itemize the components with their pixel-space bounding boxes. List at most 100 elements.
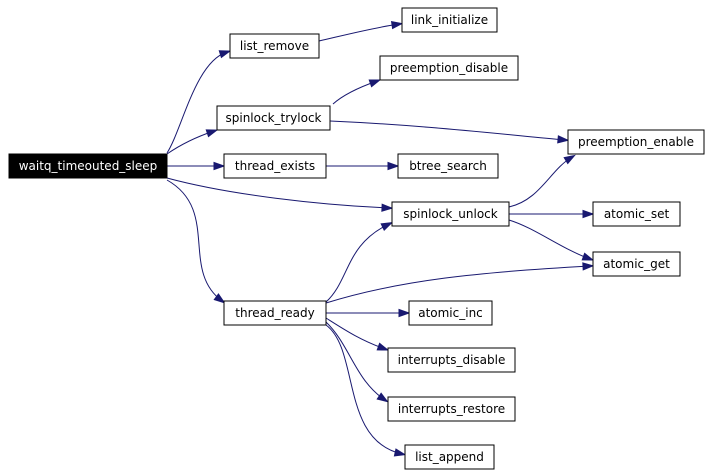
edge-line xyxy=(325,317,386,350)
node-label: list_remove xyxy=(240,39,309,53)
node-label: thread_exists xyxy=(235,159,315,173)
node-atomic-get[interactable]: atomic_get xyxy=(592,251,681,277)
edge-arrowhead xyxy=(582,262,595,271)
node-box xyxy=(379,55,519,81)
edge-line xyxy=(325,324,403,455)
edge-arrowhead xyxy=(381,203,394,212)
edge-spinlock_trylock-to-preemption_enable xyxy=(329,120,570,144)
node-label: preemption_disable xyxy=(390,61,508,75)
edge-root-to-list_remove xyxy=(166,50,232,154)
node-box xyxy=(387,396,516,422)
edge-thread_ready-to-interrupts_disable xyxy=(325,317,390,351)
edge-line xyxy=(318,23,400,42)
node-label: btree_search xyxy=(409,159,487,173)
edge-arrowhead xyxy=(380,222,394,232)
node-list-remove[interactable]: list_remove xyxy=(229,33,320,59)
node-box xyxy=(229,33,320,59)
node-interrupts-disable[interactable]: interrupts_disable xyxy=(387,347,516,373)
edge-layer xyxy=(166,20,595,457)
node-box xyxy=(223,300,327,326)
node-interrupts-restore[interactable]: interrupts_restore xyxy=(387,396,516,422)
edge-arrowhead xyxy=(376,392,389,403)
edge-spinlock_trylock-to-preemption_disable xyxy=(332,79,382,105)
node-label: spinlock_unlock xyxy=(403,207,498,221)
edge-arrowhead xyxy=(563,154,576,165)
edge-line xyxy=(329,120,566,141)
node-label: atomic_inc xyxy=(418,306,483,320)
node-box xyxy=(387,347,516,373)
node-list-append[interactable]: list_append xyxy=(404,444,495,470)
edge-root-to-thread_ready xyxy=(166,179,226,304)
node-box xyxy=(592,201,681,227)
node-box xyxy=(223,153,327,179)
edge-arrowhead xyxy=(582,209,595,219)
node-box xyxy=(567,129,705,155)
edge-thread_ready-to-atomic_get xyxy=(325,262,595,304)
node-link-initialize[interactable]: link_initialize xyxy=(401,7,498,33)
edge-line xyxy=(166,177,390,209)
edge-arrowhead xyxy=(218,50,232,59)
edge-arrowhead xyxy=(557,135,570,144)
node-box xyxy=(592,251,681,277)
edge-arrowhead xyxy=(390,20,404,30)
node-label: interrupts_restore xyxy=(398,402,505,416)
node-root[interactable]: waitq_timeouted_sleep xyxy=(8,153,168,179)
node-label: spinlock_trylock xyxy=(226,111,322,125)
edge-list_remove-to-link_initialize xyxy=(318,20,404,42)
node-preemption-enable[interactable]: preemption_enable xyxy=(567,129,705,155)
edge-line xyxy=(166,130,215,155)
node-label: thread_ready xyxy=(235,306,314,320)
edge-arrowhead xyxy=(393,448,407,457)
node-box xyxy=(408,300,493,326)
edge-line xyxy=(325,265,591,304)
edge-thread_ready-to-atomic_inc xyxy=(326,308,411,318)
edge-root-to-thread_exists xyxy=(167,161,226,171)
edge-spinlock_unlock-to-preemption_enable xyxy=(508,154,576,208)
edge-thread_ready-to-spinlock_unlock xyxy=(325,222,394,303)
node-label: atomic_get xyxy=(603,257,670,271)
edge-arrowhead xyxy=(376,342,390,351)
node-box xyxy=(404,444,495,470)
node-label: waitq_timeouted_sleep xyxy=(19,159,158,173)
edge-arrowhead xyxy=(213,293,226,304)
edge-thread_ready-to-list_append xyxy=(325,324,407,457)
node-preemption-disable[interactable]: preemption_disable xyxy=(379,55,519,81)
edge-line xyxy=(166,179,223,302)
node-label: atomic_set xyxy=(604,207,670,221)
node-box xyxy=(397,153,499,179)
node-spinlock-trylock[interactable]: spinlock_trylock xyxy=(216,105,331,131)
node-box xyxy=(8,153,168,179)
node-atomic-inc[interactable]: atomic_inc xyxy=(408,300,493,326)
edge-arrowhead xyxy=(205,129,219,138)
node-box xyxy=(216,105,331,131)
edge-arrowhead xyxy=(368,79,382,88)
edge-line xyxy=(325,223,390,303)
node-label: list_append xyxy=(415,450,484,464)
edge-spinlock_unlock-to-atomic_set xyxy=(509,209,595,219)
edge-root-to-spinlock_unlock xyxy=(166,177,394,212)
edge-root-to-spinlock_trylock xyxy=(166,129,219,155)
edge-thread_exists-to-btree_search xyxy=(326,161,400,171)
edge-line xyxy=(325,321,386,401)
edge-arrowhead xyxy=(398,308,411,318)
node-label: interrupts_disable xyxy=(398,353,506,367)
node-box xyxy=(401,7,498,33)
edge-thread_ready-to-interrupts_restore xyxy=(325,321,389,403)
edge-line xyxy=(508,156,573,208)
edge-line xyxy=(508,219,591,260)
node-thread-exists[interactable]: thread_exists xyxy=(223,153,327,179)
node-spinlock-unlock[interactable]: spinlock_unlock xyxy=(391,201,510,227)
node-layer: waitq_timeouted_sleep list_remove link_ini… xyxy=(8,7,705,470)
node-label: preemption_enable xyxy=(578,135,694,149)
edge-spinlock_unlock-to-atomic_get xyxy=(508,219,595,261)
edge-line xyxy=(166,51,228,154)
node-box xyxy=(391,201,510,227)
edge-arrowhead xyxy=(213,161,226,171)
edge-arrowhead xyxy=(581,252,595,261)
node-thread-ready[interactable]: thread_ready xyxy=(223,300,327,326)
node-atomic-set[interactable]: atomic_set xyxy=(592,201,681,227)
node-label: link_initialize xyxy=(411,13,488,27)
edge-arrowhead xyxy=(387,161,400,171)
node-btree-search[interactable]: btree_search xyxy=(397,153,499,179)
